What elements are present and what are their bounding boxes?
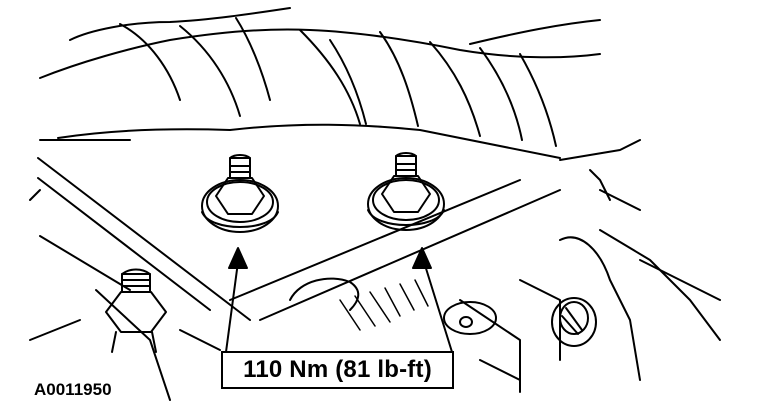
lower-left-bolt-icon [105,268,167,353]
lower-right-bolt-icon [551,297,597,347]
frame-rail [29,139,721,401]
hatch-marks [339,279,429,331]
arrow-right-line [423,261,453,353]
arrow-up-icon [228,247,248,269]
arrow-up-icon [412,247,432,269]
round-boss [289,277,497,335]
figure-id-label: A0011950 [34,380,112,399]
torque-callout-box: 110 Nm (81 lb-ft) [221,351,454,389]
torque-spec-label: 110 Nm (81 lb-ft) [243,356,432,383]
upper-component [39,7,601,159]
flange-bolt-right-icon [367,152,445,231]
callout-arrows [225,247,453,353]
arrow-left-line [225,261,239,353]
flange-bolt-left-icon [201,154,279,233]
